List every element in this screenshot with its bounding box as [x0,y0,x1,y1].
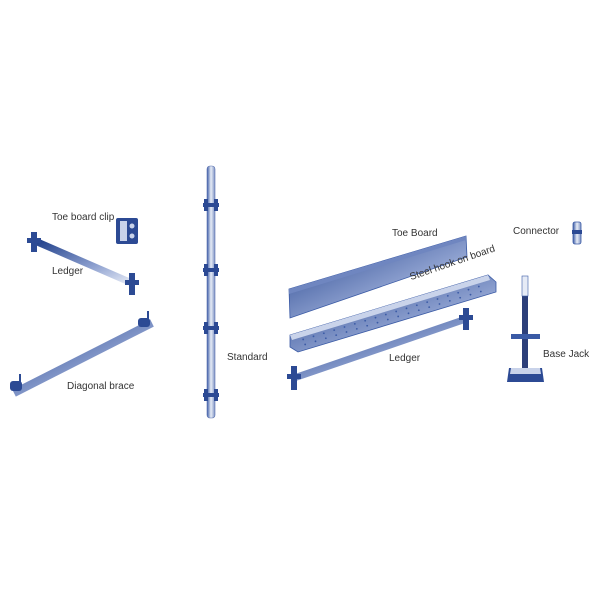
base-jack [507,275,544,382]
board-perforation [426,301,429,304]
label-base-jack: Base Jack [543,349,590,360]
board-perforation [384,313,387,316]
board-perforation [376,321,379,324]
standard [203,165,219,419]
board-perforation [335,334,338,337]
board-perforation [324,337,327,340]
board-perforation [304,343,307,346]
label-standard: Standard [227,352,268,363]
board-perforation [477,285,480,288]
board-perforation [428,306,431,309]
label-ledger-left: Ledger [52,266,84,277]
label-connector: Connector [513,226,560,237]
board-perforation [333,329,336,332]
board-perforation [469,293,472,296]
label-ledger-right: Ledger [389,353,421,364]
board-perforation [479,290,482,293]
board-perforation [343,326,346,328]
board-perforation [459,296,462,299]
board-perforation [355,327,358,330]
board-perforation [314,340,317,343]
board-perforation [322,332,325,335]
board-perforation [302,338,305,341]
label-toe-board: Toe Board [392,228,438,239]
board-perforation [438,303,441,305]
connector [572,221,582,245]
board-perforation [467,288,470,291]
board-perforation [436,298,439,300]
diagonal-brace [10,311,154,397]
board-perforation [417,309,420,312]
board-perforation [386,318,389,321]
board-perforation [457,291,460,294]
board-perforation [395,310,398,313]
board-perforation [364,319,367,322]
toe-board [288,235,468,319]
board-perforation [353,322,356,325]
board-perforation [446,294,449,297]
board-perforation [374,316,377,319]
board-perforation [397,315,400,318]
board-perforation [405,307,408,310]
toe-board-clip [116,218,138,244]
ledger-right [287,308,473,390]
board-perforation [415,304,418,307]
board-perforation [345,331,348,333]
label-toe-board-clip: Toe board clip [52,212,115,223]
board-perforation [312,335,315,338]
board-perforation [407,312,410,315]
ledger-left [27,232,139,295]
board-perforation [448,299,451,302]
label-diagonal-brace: Diagonal brace [67,381,135,392]
steel-board [289,274,497,353]
board-perforation [366,324,369,327]
